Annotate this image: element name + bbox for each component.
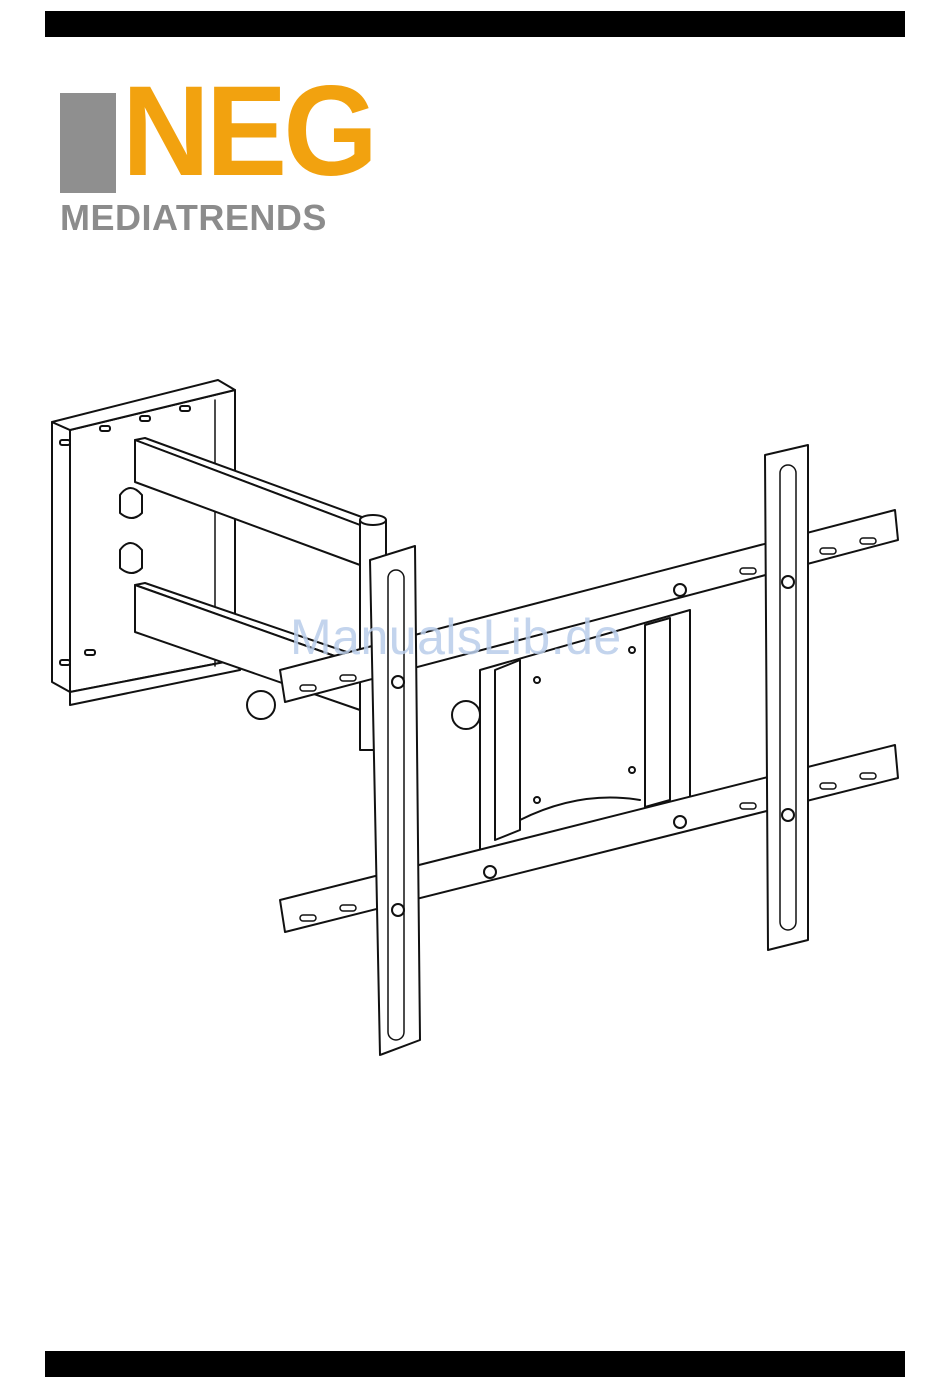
neg-mediatrends-logo: NEG MEDIATRENDS	[60, 88, 390, 238]
bottom-black-bar	[45, 1351, 905, 1377]
top-black-bar	[45, 11, 905, 37]
swing-arms	[120, 438, 480, 750]
tv-wall-mount-illustration	[40, 370, 920, 1070]
logo-brand: NEG	[122, 68, 374, 196]
logo-gray-block	[60, 93, 116, 193]
logo-subtitle: MEDIATRENDS	[60, 200, 327, 236]
watermark: ManualsLib.de	[290, 612, 622, 662]
